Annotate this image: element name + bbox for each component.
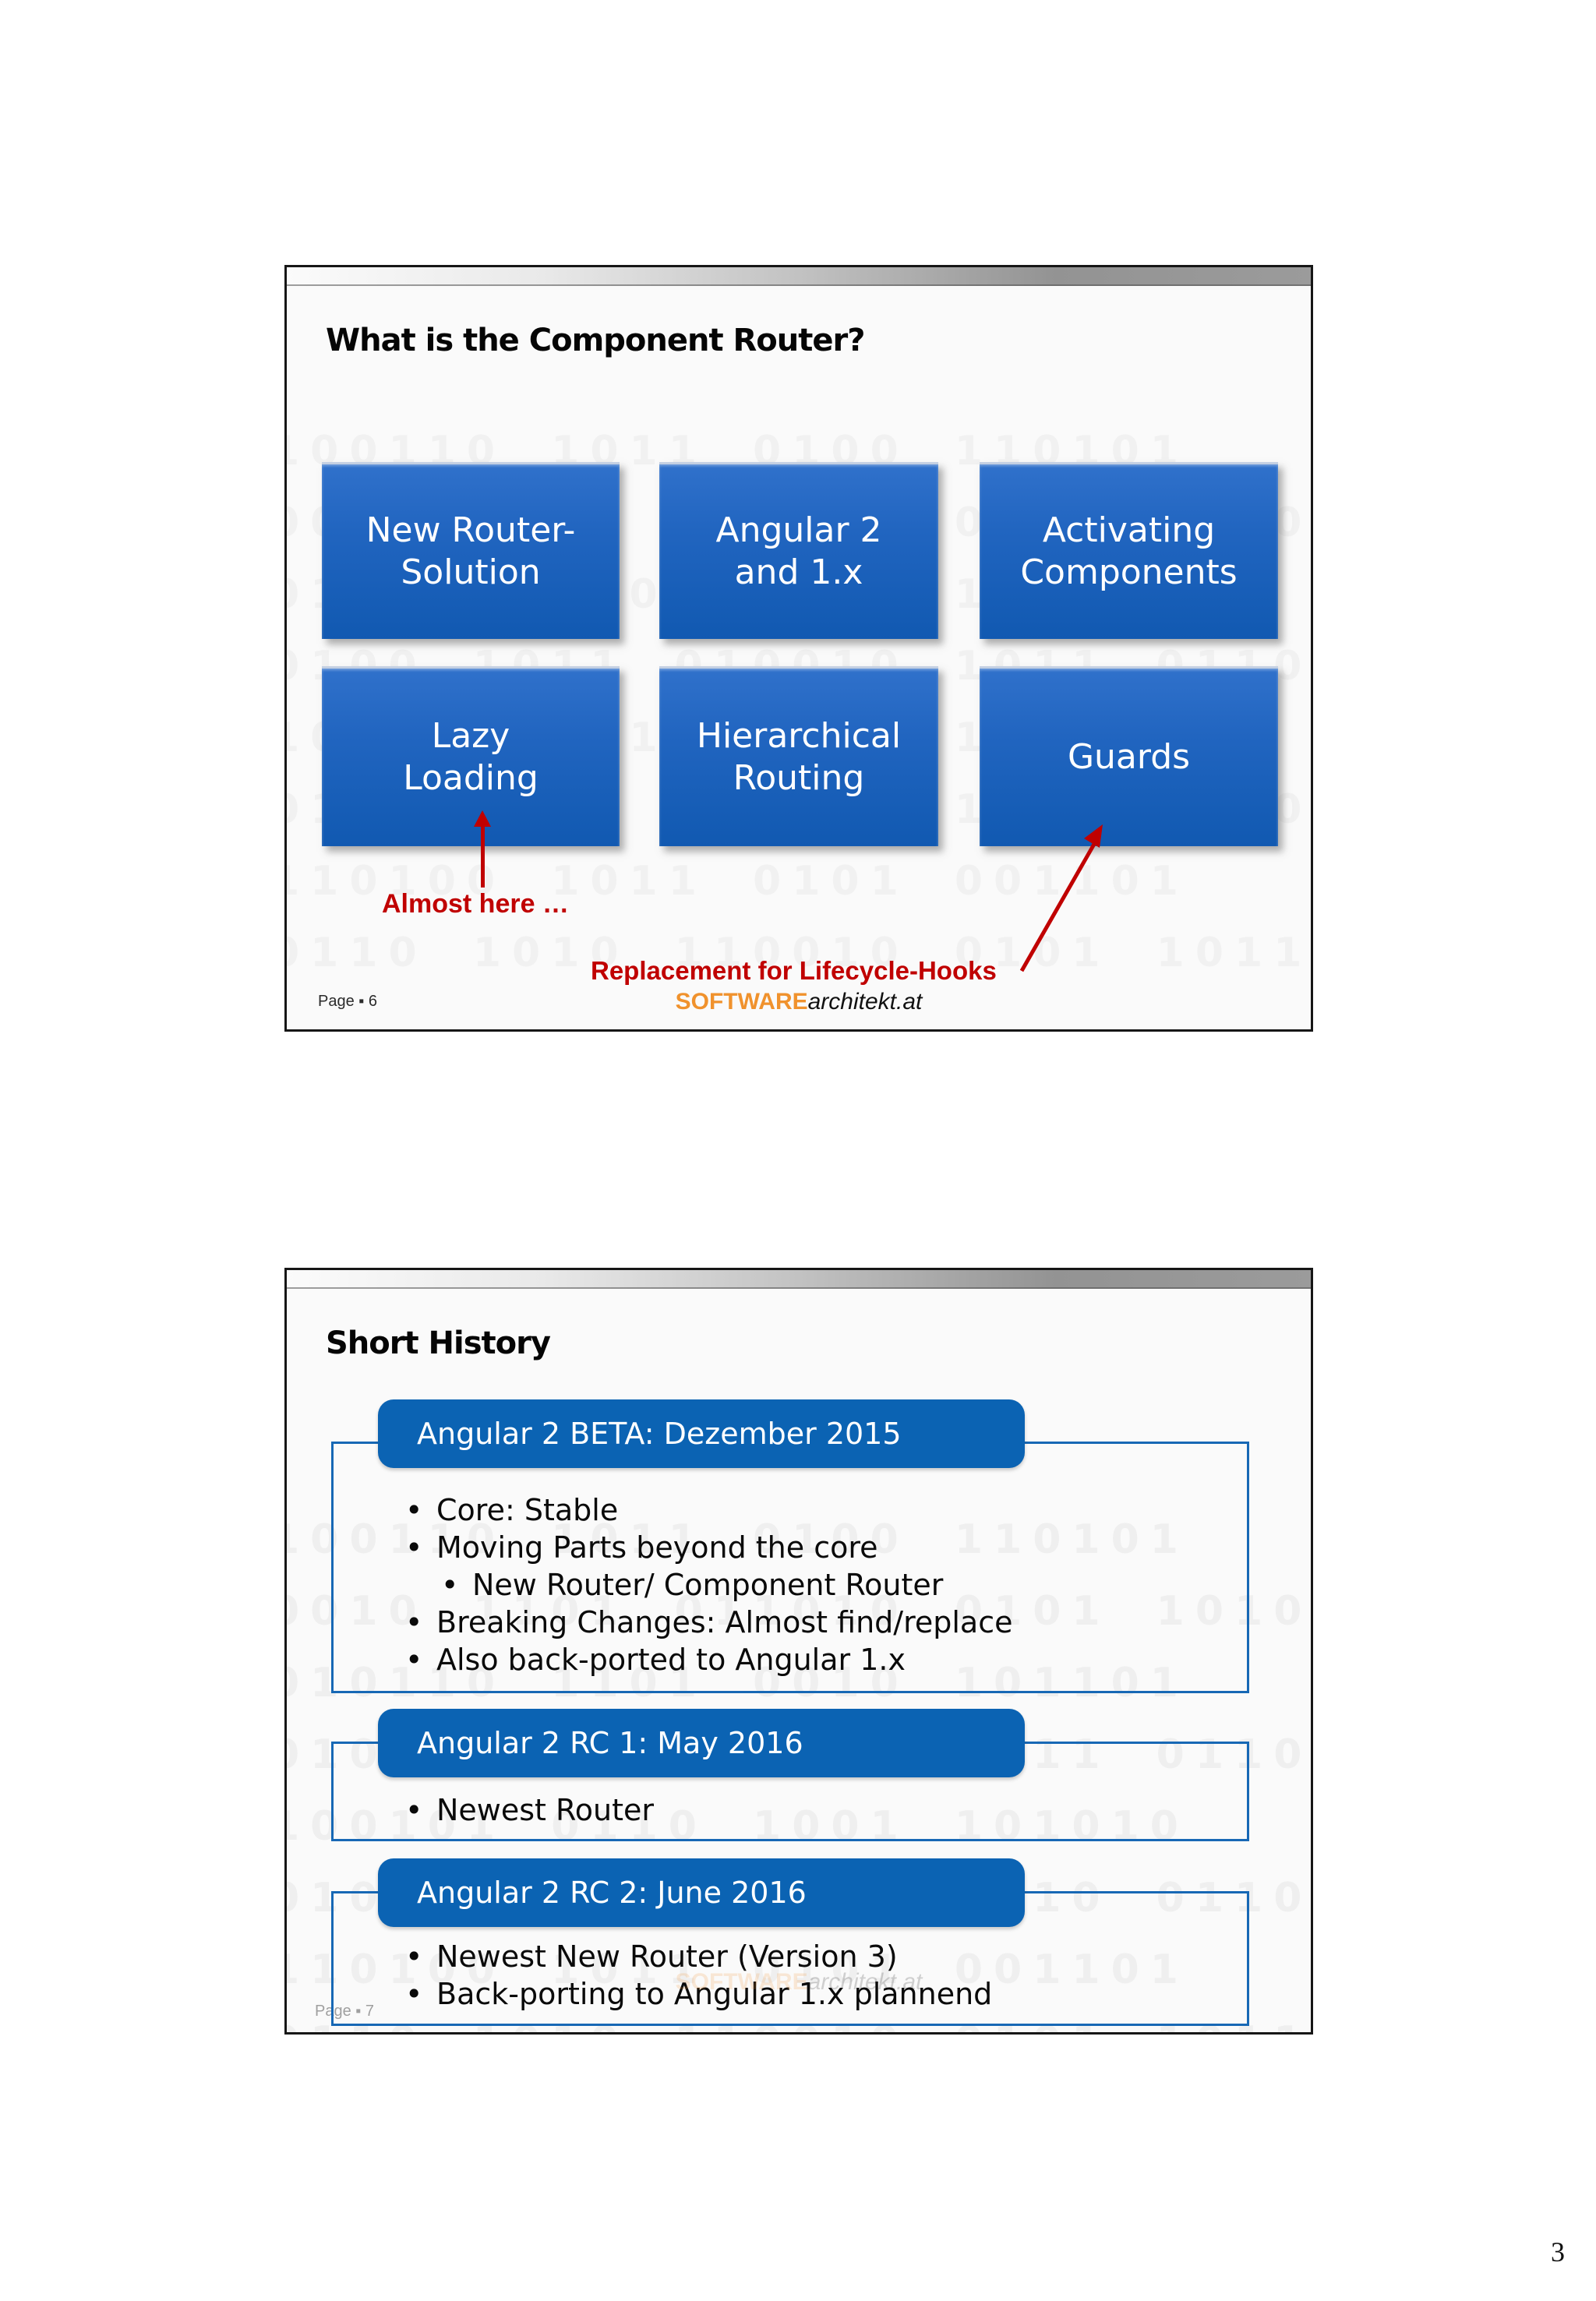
- red-arrow-diagonal-icon: [1019, 824, 1103, 972]
- slide-title: Short History: [326, 1325, 551, 1361]
- bullet-item: •Newest New Router (Version 3): [405, 1939, 898, 1974]
- slide-page-label-faint: Page ▪ 7: [315, 2003, 375, 2020]
- section-bullets-beta: •Core: Stable •Moving Parts beyond the c…: [287, 1491, 1311, 1678]
- box-lazy-loading: Lazy Loading: [322, 666, 620, 846]
- bullet-dot-icon: •: [405, 1605, 423, 1639]
- section-bullets-rc2: •Newest New Router (Version 3) •Back-por…: [287, 1938, 1311, 2013]
- bullet-dot-icon: •: [405, 1493, 423, 1527]
- slide-title: What is the Component Router?: [326, 322, 865, 358]
- bullet-item: •Also back-ported to Angular 1.x: [405, 1643, 906, 1677]
- box-new-router-solution: New Router- Solution: [322, 462, 620, 639]
- handout-page-number: 3: [1551, 2236, 1565, 2267]
- logo-architekt-part: architekt.at: [807, 989, 923, 1015]
- softwarearchitekt-logo: SOFTWAREarchitekt.at: [287, 988, 1311, 1015]
- slide-what-is-component-router: 100110 1011 0100 110101 0010 1101 011010…: [284, 265, 1313, 1032]
- red-arrow-up-icon: [474, 810, 491, 827]
- bullet-item: •Core: Stable: [405, 1493, 619, 1527]
- section-header-beta: Angular 2 BETA: Dezember 2015: [378, 1399, 1025, 1468]
- slide-top-gradient-bar: [287, 1270, 1311, 1289]
- section-header-rc2: Angular 2 RC 2: June 2016: [378, 1858, 1025, 1927]
- annotation-replacement-lifecycle-hooks: Replacement for Lifecycle-Hooks: [591, 956, 997, 985]
- section-box-beta: [331, 1442, 1249, 1693]
- bullet-item: •Newest Router: [405, 1793, 654, 1827]
- logo-architekt-part: architekt.at: [807, 1969, 923, 1995]
- slide-top-gradient-bar: [287, 267, 1311, 286]
- bullet-dot-icon: •: [405, 1939, 423, 1974]
- bullet-dot-icon: •: [405, 1977, 423, 2011]
- red-arrow-up-line: [481, 825, 485, 888]
- box-guards: Guards: [980, 666, 1278, 846]
- annotation-almost-here: Almost here …: [382, 889, 569, 919]
- bullet-item: •Back-porting to Angular 1.x plannend: [405, 1977, 993, 2011]
- box-activating-components: Activating Components: [980, 462, 1278, 639]
- slide-short-history: 100110 1011 0100 110101 0010 1101 011010…: [284, 1268, 1313, 2035]
- bullet-dot-icon: •: [441, 1568, 459, 1602]
- section-bullets-rc1: •Newest Router: [287, 1791, 1311, 1829]
- bullet-dot-icon: •: [405, 1793, 423, 1827]
- softwarearchitekt-logo-watermark: SOFTWAREarchitekt.at: [287, 1968, 1311, 1996]
- bullet-item: •Moving Parts beyond the core: [405, 1530, 878, 1565]
- box-angular-2-and-1x: Angular 2 and 1.x: [659, 462, 938, 639]
- logo-software-part: SOFTWARE: [675, 989, 808, 1015]
- bullet-dot-icon: •: [405, 1530, 423, 1565]
- bullet-item: •Breaking Changes: Almost find/replace: [405, 1605, 1013, 1639]
- bullet-item-sub: •New Router/ Component Router: [441, 1568, 944, 1602]
- logo-software-part: SOFTWARE: [675, 1969, 808, 1995]
- slide-page-label: Page ▪ 6: [318, 993, 378, 1010]
- bullet-dot-icon: •: [405, 1643, 423, 1677]
- section-header-rc1: Angular 2 RC 1: May 2016: [378, 1709, 1025, 1777]
- box-hierarchical-routing: Hierarchical Routing: [659, 666, 938, 846]
